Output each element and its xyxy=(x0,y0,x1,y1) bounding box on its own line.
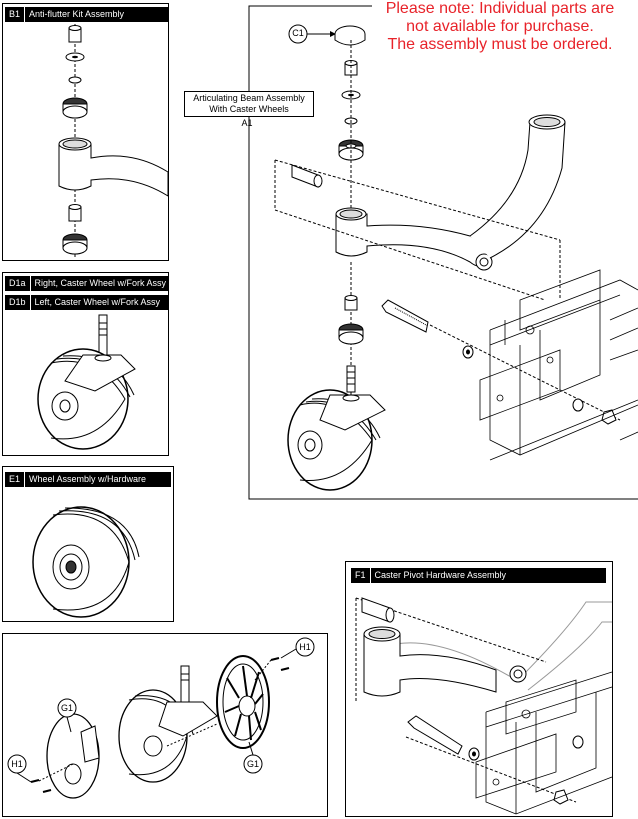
wheel-assembly-drawing xyxy=(32,506,140,618)
h1-left-callout: H1 xyxy=(11,759,23,769)
beam-code: A1 xyxy=(241,118,253,128)
panel-b1-code: B1 xyxy=(5,7,26,22)
panel-f1-code: F1 xyxy=(351,568,371,583)
h1-right-callout: H1 xyxy=(299,642,311,652)
panel-e1-title: Wheel Assembly w/Hardware xyxy=(29,474,147,484)
caster-wheel-fork-drawing xyxy=(37,314,136,450)
anti-flutter-kit-drawing xyxy=(58,24,169,259)
beam-title-line-1: Articulating Beam Assembly xyxy=(193,93,305,103)
note-line-2: not available for purchase. xyxy=(406,18,594,35)
panel-e1-code: E1 xyxy=(5,472,26,487)
panel-d1a-title: Right, Caster Wheel w/Fork Assy xyxy=(34,278,167,288)
panel-f1-title: Caster Pivot Hardware Assembly xyxy=(374,570,507,580)
note-line-1: Please note: Individual parts are xyxy=(385,0,615,17)
g1-right-callout: G1 xyxy=(246,759,259,769)
beam-title-line-2: With Caster Wheels xyxy=(209,104,289,114)
note-line-3: The assembly must be ordered. xyxy=(387,36,613,53)
panel-d1b-title: Left, Caster Wheel w/Fork Assy xyxy=(34,297,161,307)
panel-b1-title: Anti-flutter Kit Assembly xyxy=(29,9,125,19)
articulating-beam-label: Articulating Beam Assembly With Caster W… xyxy=(184,91,314,117)
panel-d1a-code: D1a xyxy=(5,276,31,291)
purchase-note: Please note: Individual parts are not av… xyxy=(370,0,630,54)
wheel-exploded-drawing xyxy=(7,637,315,799)
c1-callout: C1 xyxy=(292,28,304,38)
caster-pivot-hardware-drawing xyxy=(355,597,613,815)
g1-top-callout: G1 xyxy=(60,703,73,713)
panel-g: G1 G1 H1 H1 xyxy=(2,633,328,817)
panel-d1b-code: D1b xyxy=(5,295,31,310)
